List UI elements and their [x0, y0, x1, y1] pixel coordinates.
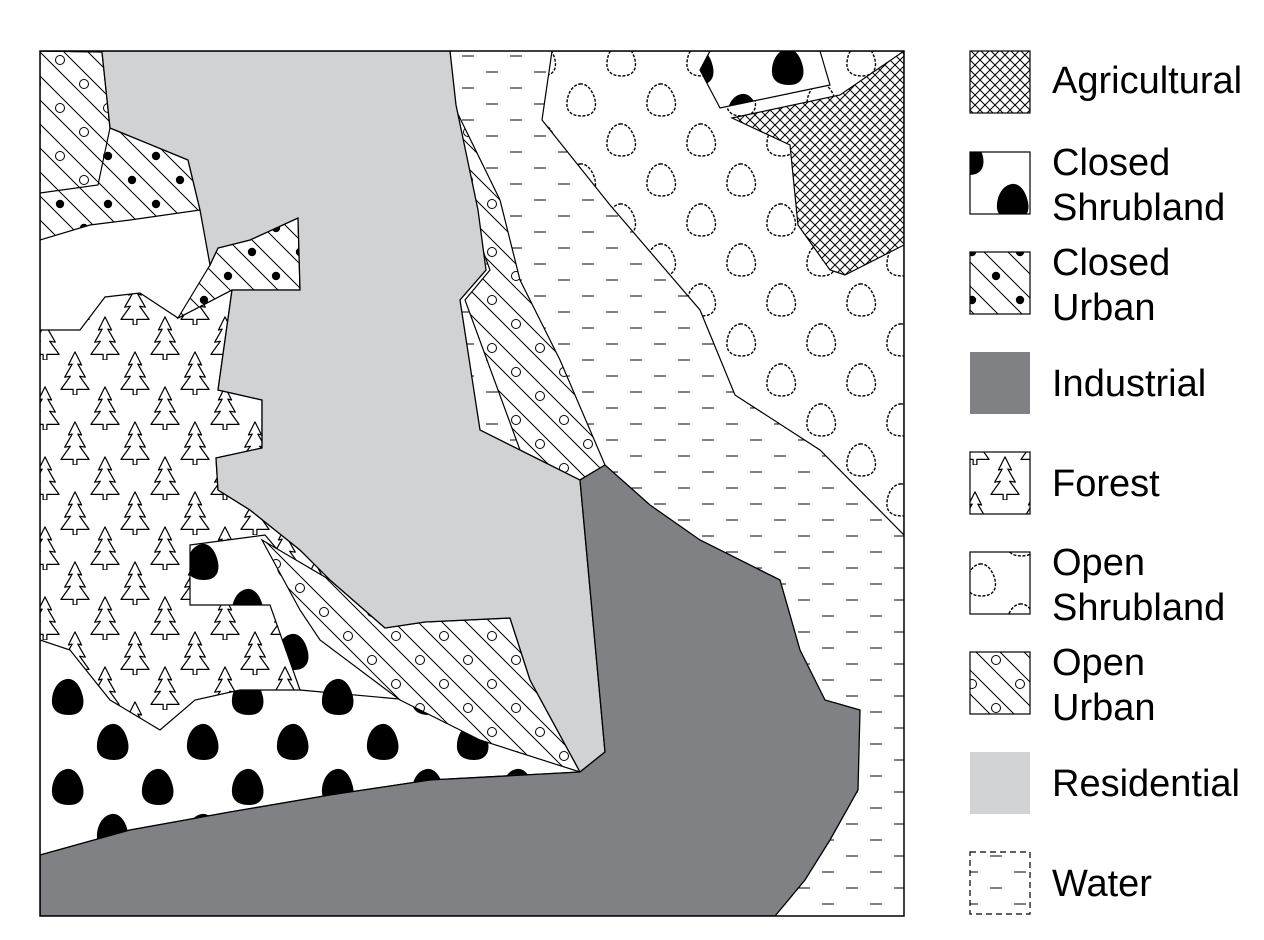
map-frame: [39, 50, 905, 917]
agricultural-region: [730, 51, 904, 276]
legend-item-residential: Residential: [970, 752, 1240, 814]
legend-item-closed-shrubland: Closed Shrubland: [969, 142, 1225, 229]
legend-swatch-closed-urban: [969, 251, 1031, 315]
legend-label-agricultural: Agricultural: [1052, 60, 1242, 102]
legend-label-closed-urban-line1: Closed: [1052, 242, 1170, 284]
legend-label-water: Water: [1052, 863, 1152, 905]
legend-item-closed-urban: Closed Urban: [969, 242, 1170, 329]
map-area: [40, 51, 904, 916]
legend-item-forest: Forest: [969, 451, 1160, 515]
legend-item-open-urban: Open Urban: [969, 642, 1156, 729]
legend-item-industrial: Industrial: [970, 352, 1206, 414]
legend-swatch-open-shrubland: [969, 551, 1031, 615]
closed-shrubland-region-north: [699, 51, 831, 109]
open-urban-region-northwest: [40, 51, 111, 194]
legend-label-open-shrubland-line2: Shrubland: [1052, 587, 1225, 629]
legend-item-water: Water: [969, 851, 1152, 915]
legend-label-industrial: Industrial: [1052, 363, 1206, 405]
residential-region: [40, 51, 606, 773]
legend-item-open-shrubland: Open Shrubland: [969, 542, 1225, 629]
legend-swatch-agricultural: [969, 50, 1031, 114]
legend-label-closed-shrubland-line1: Closed: [1052, 142, 1170, 184]
legend-label-open-shrubland-line1: Open: [1052, 542, 1145, 584]
legend-label-open-urban-line1: Open: [1052, 642, 1145, 684]
legend-swatch-forest: [969, 451, 1031, 515]
legend-item-agricultural: Agricultural: [969, 50, 1242, 114]
legend-swatch-water: [969, 851, 1031, 915]
legend-label-closed-urban-line2: Urban: [1052, 287, 1156, 329]
legend-label-forest: Forest: [1052, 463, 1160, 505]
industrial-region: [40, 464, 861, 916]
legend: Agricultural Closed Shrubland Closed Urb…: [969, 50, 1242, 915]
legend-swatch-residential: [970, 752, 1030, 814]
legend-label-open-urban-line2: Urban: [1052, 687, 1156, 729]
legend-swatch-open-urban: [969, 651, 1031, 715]
legend-swatch-industrial: [970, 352, 1030, 414]
legend-label-residential: Residential: [1052, 763, 1240, 805]
legend-label-closed-shrubland-line2: Shrubland: [1052, 187, 1225, 229]
legend-swatch-closed-shrubland: [969, 151, 1031, 215]
